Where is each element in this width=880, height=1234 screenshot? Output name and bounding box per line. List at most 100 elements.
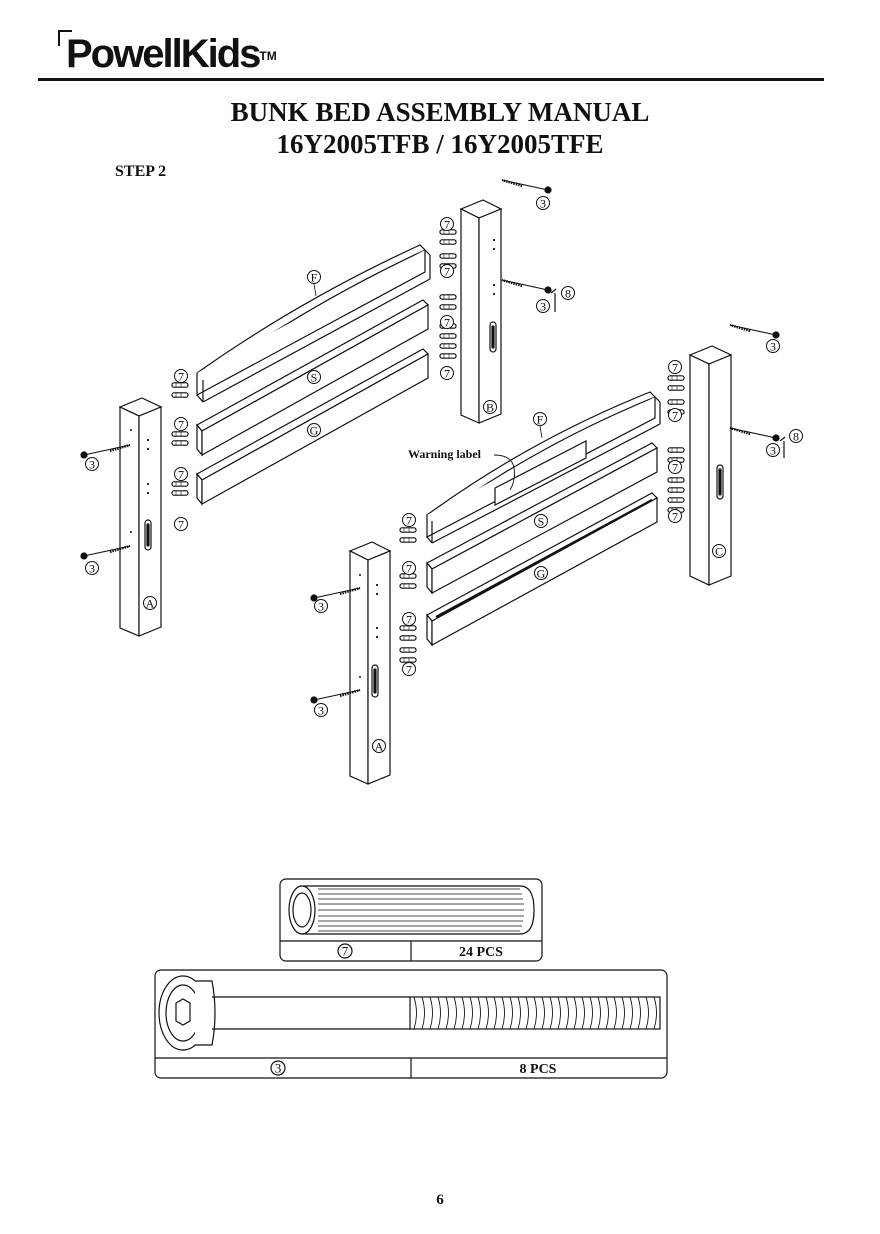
post-a-right (348, 541, 392, 785)
svg-text:8: 8 (565, 287, 571, 301)
bolt-thread (509, 996, 513, 1030)
svg-text:A: A (146, 597, 155, 611)
dowel-illustration (288, 885, 535, 935)
svg-text:3: 3 (540, 197, 546, 211)
bolt-thread (429, 996, 433, 1030)
svg-text:7: 7 (406, 613, 412, 627)
svg-text:3: 3 (275, 1061, 282, 1076)
callout-7-o: 7 (402, 612, 416, 627)
svg-text:7: 7 (672, 361, 678, 375)
assembly-diagram: 7 7 7 7 7 7 7 7 7 7 7 7 7 7 7 7 3 3 3 3 … (79, 178, 803, 785)
svg-text:7: 7 (406, 514, 412, 528)
label-c: C (712, 544, 726, 559)
callout-3-f: 3 (766, 443, 780, 458)
bolt-thread (557, 996, 561, 1030)
bolt-thread (589, 996, 593, 1030)
callout-7-f: 7 (174, 417, 188, 432)
post-b (459, 199, 503, 424)
bolt-thread (493, 996, 497, 1030)
svg-text:G: G (537, 567, 546, 581)
svg-text:B: B (486, 401, 494, 415)
callout-3-g: 3 (314, 599, 328, 614)
trademark-mark: TM (259, 49, 277, 63)
svg-text:7: 7 (342, 944, 349, 959)
bolt-thread (565, 996, 569, 1030)
callout-7-p: 7 (402, 662, 416, 677)
svg-text:3: 3 (318, 600, 324, 614)
svg-text:7: 7 (178, 518, 184, 532)
svg-text:7: 7 (672, 510, 678, 524)
callout-7-e: 7 (174, 369, 188, 384)
callout-7-h: 7 (174, 517, 188, 532)
callout-3-e: 3 (766, 339, 780, 354)
bolt-thread (637, 996, 641, 1030)
post-a-left (118, 397, 163, 637)
bolt-thread (573, 996, 577, 1030)
bolt-thread (485, 996, 489, 1030)
svg-text:7: 7 (672, 409, 678, 423)
callout-7-k: 7 (668, 460, 682, 475)
bolt-qty: 8 PCS (520, 1062, 557, 1077)
page-number: 6 (436, 1192, 444, 1208)
svg-text:7: 7 (406, 562, 412, 576)
svg-text:7: 7 (444, 218, 450, 232)
svg-text:7: 7 (444, 316, 450, 330)
svg-text:S: S (311, 371, 318, 385)
bolt-thread (533, 996, 537, 1030)
svg-text:C: C (715, 545, 723, 559)
bolt-thread (413, 996, 417, 1030)
svg-text:F: F (311, 271, 318, 285)
callout-7-m: 7 (402, 513, 416, 528)
svg-text:3: 3 (770, 340, 776, 354)
callout-3-h: 3 (314, 703, 328, 718)
bolt-thread (581, 996, 585, 1030)
model-numbers: 16Y2005TFB / 16Y2005TFE (276, 129, 604, 159)
svg-text:G: G (310, 424, 319, 438)
bolt-thread (437, 996, 441, 1030)
callout-7-n: 7 (402, 561, 416, 576)
bolt-thread (421, 996, 425, 1030)
svg-text:7: 7 (444, 367, 450, 381)
callout-7-c: 7 (440, 315, 454, 330)
bolt-thread (605, 996, 609, 1030)
svg-text:F: F (537, 413, 544, 427)
brand-name-text: PowellKids (66, 32, 261, 76)
svg-text:A: A (375, 740, 384, 754)
svg-text:3: 3 (540, 300, 546, 314)
bolt-thread (517, 996, 521, 1030)
label-f-right: F (533, 412, 547, 427)
bolt-ref: 3 (270, 1060, 286, 1076)
svg-text:7: 7 (178, 468, 184, 482)
dowel-ref: 7 (337, 943, 353, 959)
callout-3-c: 3 (85, 457, 99, 472)
callout-7-g: 7 (174, 467, 188, 482)
bolt-illustration (158, 975, 661, 1051)
bolt-thread (629, 996, 633, 1030)
header-rule (38, 78, 824, 81)
bolt-thread (653, 996, 657, 1030)
callout-8-b: 8 (789, 429, 803, 444)
label-g-left: G (307, 423, 321, 438)
warning-label-text: Warning label (408, 447, 482, 461)
logo-bracket (58, 30, 72, 46)
bolt-thread (613, 996, 617, 1030)
label-a-right: A (372, 739, 386, 754)
callout-7-d: 7 (440, 366, 454, 381)
label-s-right: S (534, 514, 548, 529)
callout-3-d: 3 (85, 561, 99, 576)
callout-7-a: 7 (440, 217, 454, 232)
bolt-thread (453, 996, 457, 1030)
bolt-thread (621, 996, 625, 1030)
bolt-thread (525, 996, 529, 1030)
bolt-thread (469, 996, 473, 1030)
hardware-table: 7 24 PCS 3 8 PCS (154, 878, 668, 1079)
manual-title: BUNK BED ASSEMBLY MANUAL (230, 97, 650, 127)
brand-logo: PowellKidsTM (58, 24, 318, 76)
label-a-left: A (143, 596, 157, 611)
bolt-thread (477, 996, 481, 1030)
callout-3-b: 3 (536, 299, 550, 314)
svg-text:8: 8 (793, 430, 799, 444)
bolt-thread (645, 996, 649, 1030)
brand-name: PowellKidsTM (66, 32, 277, 76)
callouts: 7 7 7 7 7 7 7 7 7 7 7 7 7 7 7 7 3 3 3 3 … (85, 196, 803, 754)
